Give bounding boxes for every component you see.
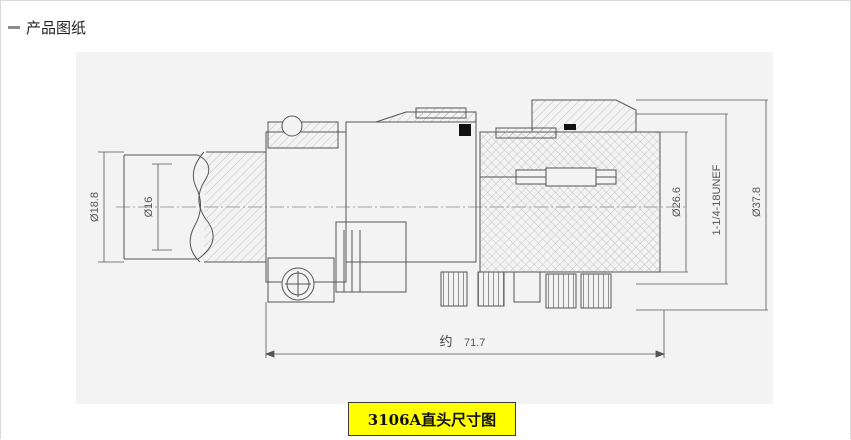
dim-inner-shell-label: Ø26.6	[671, 187, 683, 217]
dim-thread-label: 1-1/4-18UNEF	[711, 164, 723, 235]
section-header: 产品图纸	[8, 16, 86, 38]
dim-length-value: 71.7	[464, 337, 485, 349]
technical-drawing: Ø18.8 Ø16 Ø26.6 1-1/4-18UNEF Ø37.8 约 71.…	[76, 52, 773, 404]
dim-length	[264, 302, 666, 358]
seal-ring	[459, 124, 471, 136]
dim-outer-shell-label: Ø37.8	[751, 187, 763, 217]
cable	[123, 151, 267, 263]
connector-drawing-svg: Ø18.8 Ø16 Ø26.6 1-1/4-18UNEF Ø37.8 约 71.…	[89, 99, 768, 358]
section-title: 产品图纸	[26, 18, 87, 37]
header-dash-icon	[8, 25, 20, 29]
caption-box: 3106A直头尺寸图	[348, 402, 516, 436]
dim-outer-cable-label: Ø18.8	[89, 192, 101, 222]
coupling-ring	[440, 271, 612, 309]
strain-relief	[265, 115, 407, 303]
dim-right	[636, 99, 768, 311]
dim-length-prefix: 约	[439, 334, 452, 349]
shell	[345, 99, 661, 273]
dim-left	[98, 151, 172, 263]
drawing-caption: 3106A直头尺寸图	[367, 410, 497, 429]
dim-inner-cable-label: Ø16	[143, 197, 155, 218]
seal-ring	[564, 124, 576, 130]
